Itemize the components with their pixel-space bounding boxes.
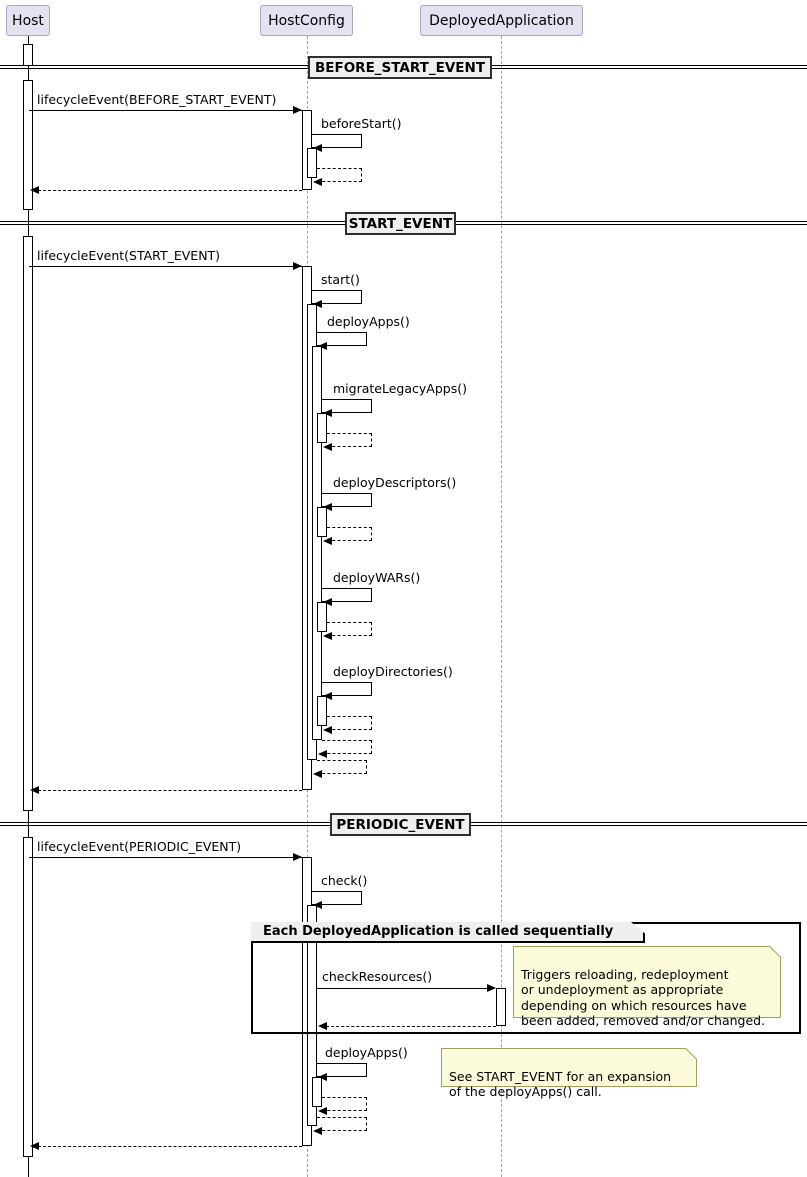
activation-host-periodic [23, 837, 33, 1157]
arrowhead-deploywars-return [323, 632, 332, 640]
activation-hostconfig-deploywars [317, 602, 327, 632]
activation-host-stub [23, 44, 33, 66]
participant-deployedapplication-label: DeployedApplication [429, 12, 574, 29]
activation-deployedapplication-checkresources [496, 988, 506, 1026]
arrowhead-return-before-start [30, 186, 39, 194]
lifeline-deployedapplication [501, 36, 502, 1177]
arrowhead-lifecycleevent-periodic [293, 853, 302, 861]
activation-host-start [23, 236, 33, 811]
note-checkresources-text: Triggers reloading, redeployment or unde… [521, 966, 766, 1029]
message-arrow-checkresources [317, 988, 487, 989]
selfcall-deployapps-start-return [322, 740, 372, 754]
message-label-deploywars: deployWARs() [333, 570, 421, 585]
selfcall-deployapps-periodic [317, 1063, 367, 1077]
selfcall-deployapps-start [317, 332, 367, 346]
selfcall-check [312, 891, 362, 905]
arrowhead-start-return [313, 300, 322, 308]
message-label-deploydescriptors: deployDescriptors() [333, 475, 457, 490]
selfcall-deploydescriptors-return [327, 527, 372, 541]
selfcall-deploywars-return [327, 622, 372, 636]
message-label-migratelegacyapps: migrateLegacyApps() [333, 381, 467, 396]
arrowhead-check-return [313, 901, 322, 909]
activation-hostconfig-deploydescriptors [317, 507, 327, 537]
selfcall-migratelegacyapps [322, 399, 372, 413]
arrowhead-deploydescriptors-call [323, 503, 332, 511]
divider-start-label: START_EVENT [348, 215, 453, 232]
message-label-lifecycleevent-start: lifecycleEvent(START_EVENT) [37, 248, 221, 263]
divider-before-start-event: BEFORE_START_EVENT [308, 56, 492, 79]
activation-hostconfig-beforestart-inner [307, 148, 317, 178]
arrowhead-deploydescriptors-return [323, 537, 332, 545]
note-checkresources: Triggers reloading, redeployment or unde… [513, 946, 781, 1028]
arrowhead-deployapps-periodic-call [318, 1073, 327, 1081]
selfcall-beforestart-return [317, 168, 362, 182]
selfcall-check-return [317, 1117, 367, 1131]
activation-hostconfig-deployapps-periodic [312, 1077, 322, 1107]
participant-hostconfig[interactable]: HostConfig [260, 5, 353, 36]
message-label-deploydirectories: deployDirectories() [333, 664, 453, 679]
note-deployapps-text: See START_EVENT for an expansion of the … [449, 1068, 672, 1100]
arrowhead-deployapps-start-return [318, 342, 327, 350]
arrowhead-lifecycleevent-start [293, 262, 302, 270]
arrowhead-beforestart-return-tip [313, 178, 322, 186]
arrowhead-check-return-tip [313, 1127, 322, 1135]
divider-periodic-event: PERIODIC_EVENT [330, 813, 471, 836]
note-checkresources-fold [770, 946, 781, 957]
selfcall-migratelegacyapps-return [327, 433, 372, 447]
selfcall-deployapps-periodic-return [322, 1097, 367, 1111]
participant-hostconfig-label: HostConfig [268, 12, 345, 29]
message-label-beforestart: beforeStart() [321, 116, 402, 131]
arrowhead-deployapps-start-return-tip [318, 750, 327, 758]
group-tab-deployedapplication-loop: Each DeployedApplication is called seque… [251, 922, 645, 943]
message-label-checkresources: checkResources() [322, 969, 433, 984]
participant-host-label: Host [12, 12, 44, 29]
participant-host[interactable]: Host [6, 5, 50, 36]
divider-before-start-label: BEFORE_START_EVENT [314, 59, 486, 76]
participant-deployedapplication[interactable]: DeployedApplication [420, 5, 583, 36]
arrowhead-return-periodic [30, 1142, 39, 1150]
selfcall-deploywars [322, 588, 372, 602]
divider-start-event: START_EVENT [345, 212, 456, 235]
message-label-lifecycleevent-periodic: lifecycleEvent(PERIODIC_EVENT) [37, 839, 242, 854]
note-deployapps-reference: See START_EVENT for an expansion of the … [441, 1048, 697, 1099]
note-deployapps-fold [686, 1048, 697, 1059]
activation-hostconfig-periodic-l2 [307, 905, 317, 1126]
message-return-periodic [38, 1146, 302, 1147]
message-label-lifecycleevent-before-start: lifecycleEvent(BEFORE_START_EVENT) [37, 92, 277, 107]
message-arrow-lifecycleevent-before-start [29, 110, 302, 111]
activation-host-before-start [23, 80, 33, 210]
arrowhead-deploywars-call [323, 598, 332, 606]
selfcall-deploydirectories [322, 682, 372, 696]
message-label-deployapps-start: deployApps() [327, 314, 410, 329]
group-label: Each DeployedApplication is called seque… [263, 924, 614, 939]
activation-hostconfig-migratelegacyapps [317, 413, 327, 443]
message-arrow-lifecycleevent-start [29, 266, 302, 267]
arrowhead-beforestart-return [313, 144, 322, 152]
message-label-deployapps-periodic: deployApps() [325, 1045, 408, 1060]
arrowhead-checkresources [487, 984, 496, 992]
arrowhead-start-return-tip [313, 770, 322, 778]
arrowhead-return-start [30, 786, 39, 794]
selfcall-start [312, 290, 362, 304]
arrowhead-deployapps-periodic-return [318, 1107, 327, 1115]
message-arrow-lifecycleevent-periodic [29, 857, 302, 858]
selfcall-deploydescriptors [322, 493, 372, 507]
activation-hostconfig-start-l3 [312, 346, 322, 740]
arrowhead-lifecycleevent-before-start [293, 106, 302, 114]
message-label-check: check() [321, 873, 368, 888]
message-return-before-start [38, 190, 302, 191]
divider-periodic-label: PERIODIC_EVENT [336, 816, 465, 833]
arrowhead-return-checkresources [318, 1022, 327, 1030]
message-label-start: start() [321, 272, 360, 287]
message-return-start [38, 790, 302, 791]
selfcall-beforestart [312, 134, 362, 148]
message-return-checkresources [326, 1026, 496, 1027]
arrowhead-deploydirectories-call [323, 692, 332, 700]
selfcall-start-return [317, 760, 367, 774]
arrowhead-migratelegacyapps-call [323, 409, 332, 417]
arrowhead-migratelegacyapps-return [323, 443, 332, 451]
activation-hostconfig-deploydirectories [317, 696, 327, 726]
arrowhead-deploydirectories-return [323, 726, 332, 734]
selfcall-deploydirectories-return [327, 716, 372, 730]
